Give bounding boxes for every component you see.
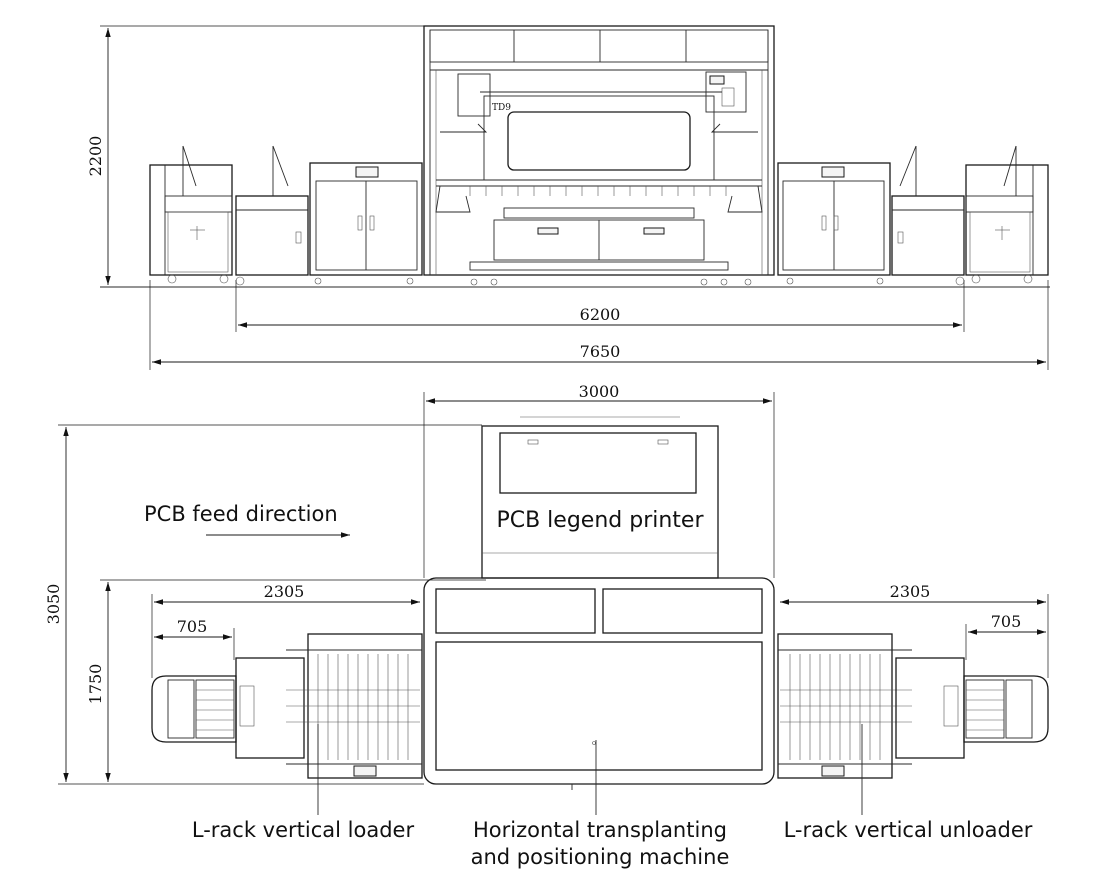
label-transplanter-line1: Horizontal transplanting (473, 818, 727, 842)
dimension-length-overall: 7650 (149, 280, 1049, 370)
plan-loader (151, 633, 423, 779)
dimension-printer-width: 3000 (423, 382, 775, 578)
dimension-height-front: 2200 (86, 25, 424, 285)
leader-lines (317, 724, 863, 815)
label-loader: L-rack vertical loader (192, 818, 415, 842)
dimension-printer-width-label: 3000 (579, 382, 620, 401)
dimension-depth-lines: 1750 (58, 579, 486, 785)
front-left-cabinet (309, 162, 423, 285)
feed-direction: PCB feed direction (144, 502, 350, 538)
front-right-cabinet (777, 162, 891, 285)
dimension-height-front-label: 2200 (86, 136, 105, 177)
dimension-unloader-length: 2305 (780, 582, 1049, 678)
dimension-unloader-conveyor-label: 705 (991, 612, 1022, 631)
dimension-length-inner-label: 6200 (580, 305, 621, 324)
front-printer-frame: TD9 (423, 25, 775, 286)
dimension-unloader-conveyor: 705 (965, 612, 1046, 660)
plan-transplanter (423, 577, 775, 790)
front-elevation-view: TD9 (86, 25, 1050, 370)
machine-badge: TD9 (492, 103, 511, 113)
label-printer: PCB legend printer (496, 508, 704, 533)
label-unloader: L-rack vertical unloader (784, 818, 1033, 842)
dimension-loader-length: 2305 (151, 582, 420, 678)
dimension-loader-conveyor: 705 (154, 617, 235, 660)
dimension-depth-lines-label: 1750 (86, 664, 105, 705)
dimension-loader-conveyor-label: 705 (177, 617, 208, 636)
plan-legend-printer: PCB legend printer (481, 416, 719, 579)
dimension-length-overall-label: 7650 (580, 342, 621, 361)
front-unloader-unit (891, 145, 1049, 286)
plan-unloader (777, 633, 1049, 779)
dimension-loader-length-label: 2305 (264, 582, 305, 601)
dimension-depth-overall: 3050 (44, 424, 482, 782)
dimension-length-inner: 6200 (235, 280, 965, 332)
plan-view: 3000 PCB legend printer PCB feed directi… (44, 382, 1049, 869)
dimension-depth-overall-label: 3050 (44, 584, 63, 625)
label-feed-direction: PCB feed direction (144, 502, 338, 526)
front-loader-unit (149, 145, 309, 286)
dimension-unloader-length-label: 2305 (890, 582, 931, 601)
label-transplanter-line2: and positioning machine (471, 845, 730, 869)
